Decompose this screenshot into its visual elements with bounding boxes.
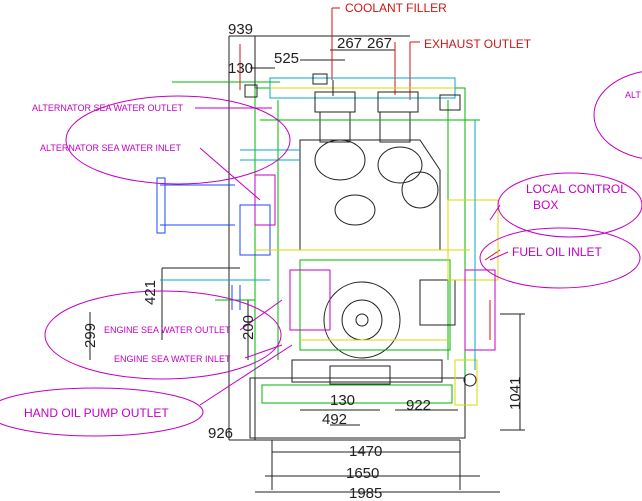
dim-939: 939 (228, 21, 253, 38)
callout-exhaust-outlet: EXHAUST OUTLET (424, 37, 532, 51)
callout-ellipses (0, 71, 642, 437)
callout-engine-sw-outlet: ENGINE SEA WATER OUTLET (104, 325, 231, 335)
callout-alt-sw-inlet: ALTERNATOR SEA WATER INLET (40, 143, 182, 153)
dim-299: 299 (82, 323, 99, 348)
dim-1985: 1985 (349, 485, 382, 501)
dim-525: 525 (274, 50, 299, 67)
dim-267-right: 267 (367, 35, 392, 52)
engine-body (156, 73, 499, 439)
dim-200: 200 (240, 315, 257, 340)
callout-coolant-filler: COOLANT FILLER (345, 1, 447, 15)
callout-right-alt: ALT (625, 90, 641, 100)
red-callouts: COOLANT FILLER EXHAUST OUTLET (345, 1, 532, 51)
dim-421: 421 (142, 280, 159, 305)
dim-267-left: 267 (337, 35, 362, 52)
callout-local-control-line2: BOX (533, 198, 558, 212)
callout-fuel-oil-inlet: FUEL OIL INLET (512, 245, 602, 259)
dimension-labels: 939 525 267 267 130 421 299 200 130 492 … (82, 21, 524, 501)
dim-130-bottom: 130 (330, 392, 355, 409)
dim-1470: 1470 (349, 443, 382, 460)
magenta-callouts: ALTERNATOR SEA WATER OUTLET ALTERNATOR S… (24, 90, 641, 420)
dim-130-top: 130 (228, 60, 253, 77)
dim-926: 926 (208, 425, 233, 442)
dim-922: 922 (406, 397, 431, 414)
callout-local-control-line1: LOCAL CONTROL (526, 182, 627, 196)
callout-engine-sw-inlet: ENGINE SEA WATER INLET (114, 354, 231, 364)
dim-1041: 1041 (507, 377, 524, 410)
dim-1650: 1650 (346, 465, 379, 482)
callout-alt-sw-outlet: ALTERNATOR SEA WATER OUTLET (32, 103, 184, 113)
dim-492: 492 (322, 411, 347, 428)
callout-hand-oil-pump: HAND OIL PUMP OUTLET (24, 406, 169, 420)
